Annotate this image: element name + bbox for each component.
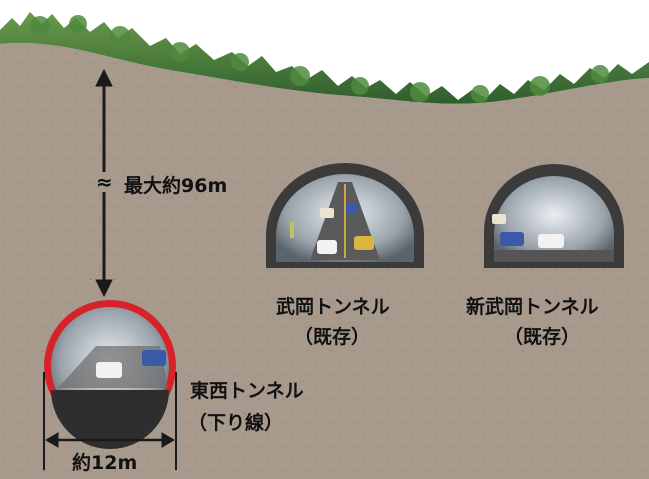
tozai-tunnel <box>44 300 176 449</box>
shin-takeoka-tunnel-status: （既存） <box>504 326 581 348</box>
shin-takeoka-tunnel <box>484 164 624 268</box>
approx-symbol: ≈ <box>96 170 113 194</box>
shin-takeoka-tunnel-name: 新武岡トンネル <box>466 296 599 318</box>
tree-tops <box>30 15 609 103</box>
takeoka-tunnel <box>266 163 424 268</box>
tozai-tunnel-line: （下り線） <box>188 412 284 434</box>
takeoka-tunnel-name: 武岡トンネル <box>276 296 390 318</box>
width-label: 約12m <box>72 452 138 474</box>
forest <box>0 12 649 104</box>
depth-label: 最大約96m <box>124 175 228 197</box>
takeoka-tunnel-status: （既存） <box>294 326 371 348</box>
tozai-tunnel-name: 東西トンネル <box>190 380 304 402</box>
width-dimension <box>43 372 177 470</box>
arrow-break <box>94 172 114 192</box>
